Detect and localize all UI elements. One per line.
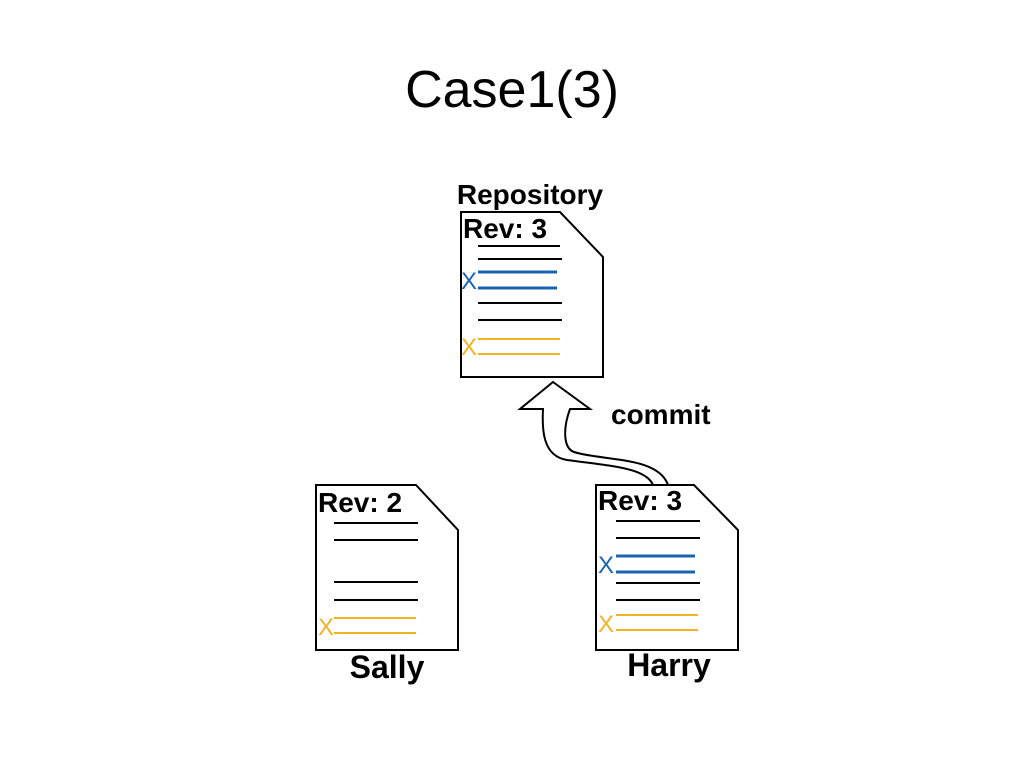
harry-document: Rev: 3 X X [595,484,739,651]
blue-change-mark: X [598,552,614,579]
sally-label: Sally [350,649,425,685]
yellow-change-mark: X [318,614,334,641]
sally-page [315,484,459,651]
commit-label: commit [611,399,711,430]
harry-rev: Rev: 3 [598,485,682,516]
sally-document: Rev: 2 X [315,484,459,651]
slide-title: Case1(3) [405,61,619,119]
commit-arrow [517,380,670,486]
harry-label: Harry [627,647,711,683]
repository-label: Repository [457,179,604,210]
sally-rev: Rev: 2 [318,487,402,518]
yellow-change-mark: X [598,611,614,638]
repository-rev: Rev: 3 [463,213,547,244]
blue-change-mark: X [461,268,477,295]
yellow-change-mark: X [461,334,477,361]
harry-page [595,484,739,651]
repository-document: Rev: 3 X X [460,211,604,378]
repository-page [460,211,604,378]
